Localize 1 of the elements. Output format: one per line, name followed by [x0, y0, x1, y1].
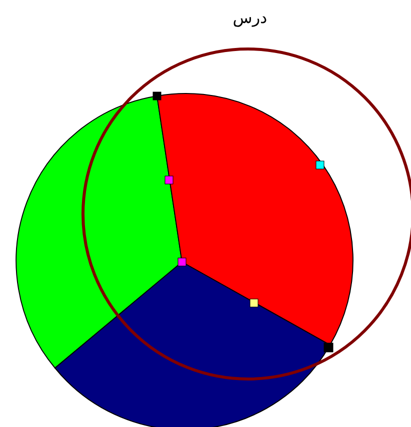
title: درس	[232, 8, 268, 27]
